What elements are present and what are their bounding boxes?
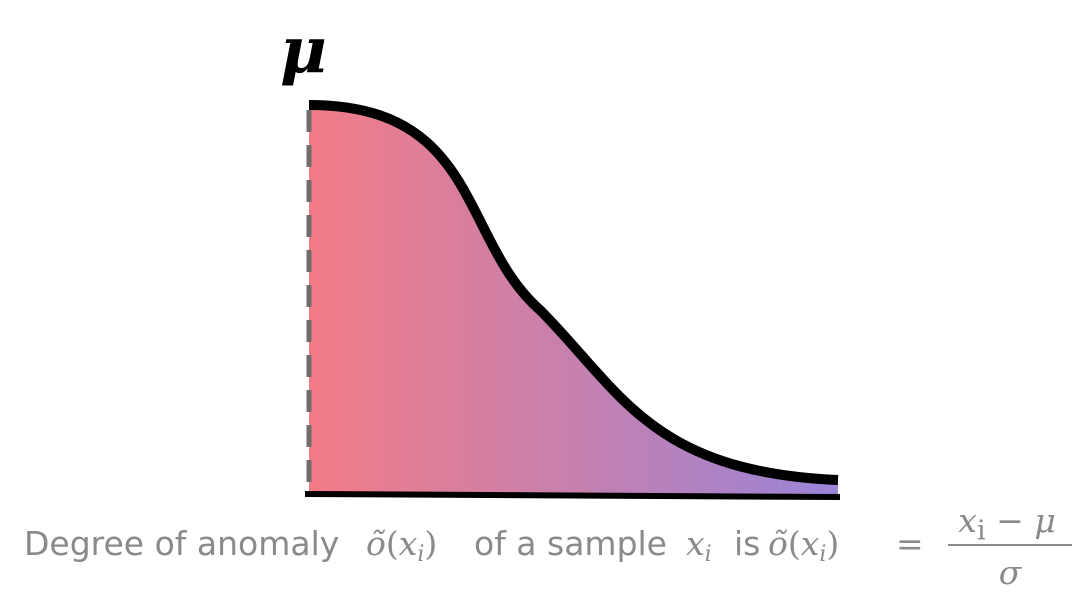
math-x: x bbox=[686, 524, 705, 563]
math-x: x bbox=[398, 524, 418, 563]
anomaly-caption: Degree of anomaly õ(xi) of a sample xi i… bbox=[24, 500, 1076, 610]
shaded-area bbox=[309, 105, 838, 495]
mu-peak-label: μ bbox=[280, 13, 327, 88]
caption-equals-sign: = bbox=[896, 524, 924, 563]
caption-math-o-xi-2: õ(xi) bbox=[768, 524, 840, 567]
caption-text-is: is bbox=[734, 524, 761, 563]
bell-curve bbox=[308, 100, 839, 485]
baseline-axis bbox=[304, 491, 841, 500]
fraction-numerator: xi − μ bbox=[948, 504, 1066, 545]
caption-math-xi: xi bbox=[686, 527, 712, 566]
math-x: x bbox=[800, 524, 820, 563]
math-sub-i: i bbox=[417, 542, 425, 567]
caption-text-of-sample: of a sample bbox=[474, 524, 667, 563]
caption-text-degree: Degree of anomaly bbox=[24, 524, 340, 563]
math-o-tilde: õ bbox=[366, 524, 386, 563]
fraction-denominator-sigma: σ bbox=[998, 553, 1022, 592]
math-sub-i: i bbox=[976, 514, 986, 547]
math-o-tilde: õ bbox=[768, 524, 788, 563]
z-score-fraction: xi − μ σ bbox=[942, 500, 1072, 610]
math-sub-i: i bbox=[819, 542, 827, 567]
math-mu: μ bbox=[1034, 501, 1056, 540]
math-x: x bbox=[958, 501, 977, 540]
math-sub-i: i bbox=[704, 542, 712, 567]
fraction-bar bbox=[948, 544, 1072, 546]
math-minus: − bbox=[996, 501, 1024, 540]
caption-math-o-xi-1: õ(xi) bbox=[366, 524, 438, 567]
